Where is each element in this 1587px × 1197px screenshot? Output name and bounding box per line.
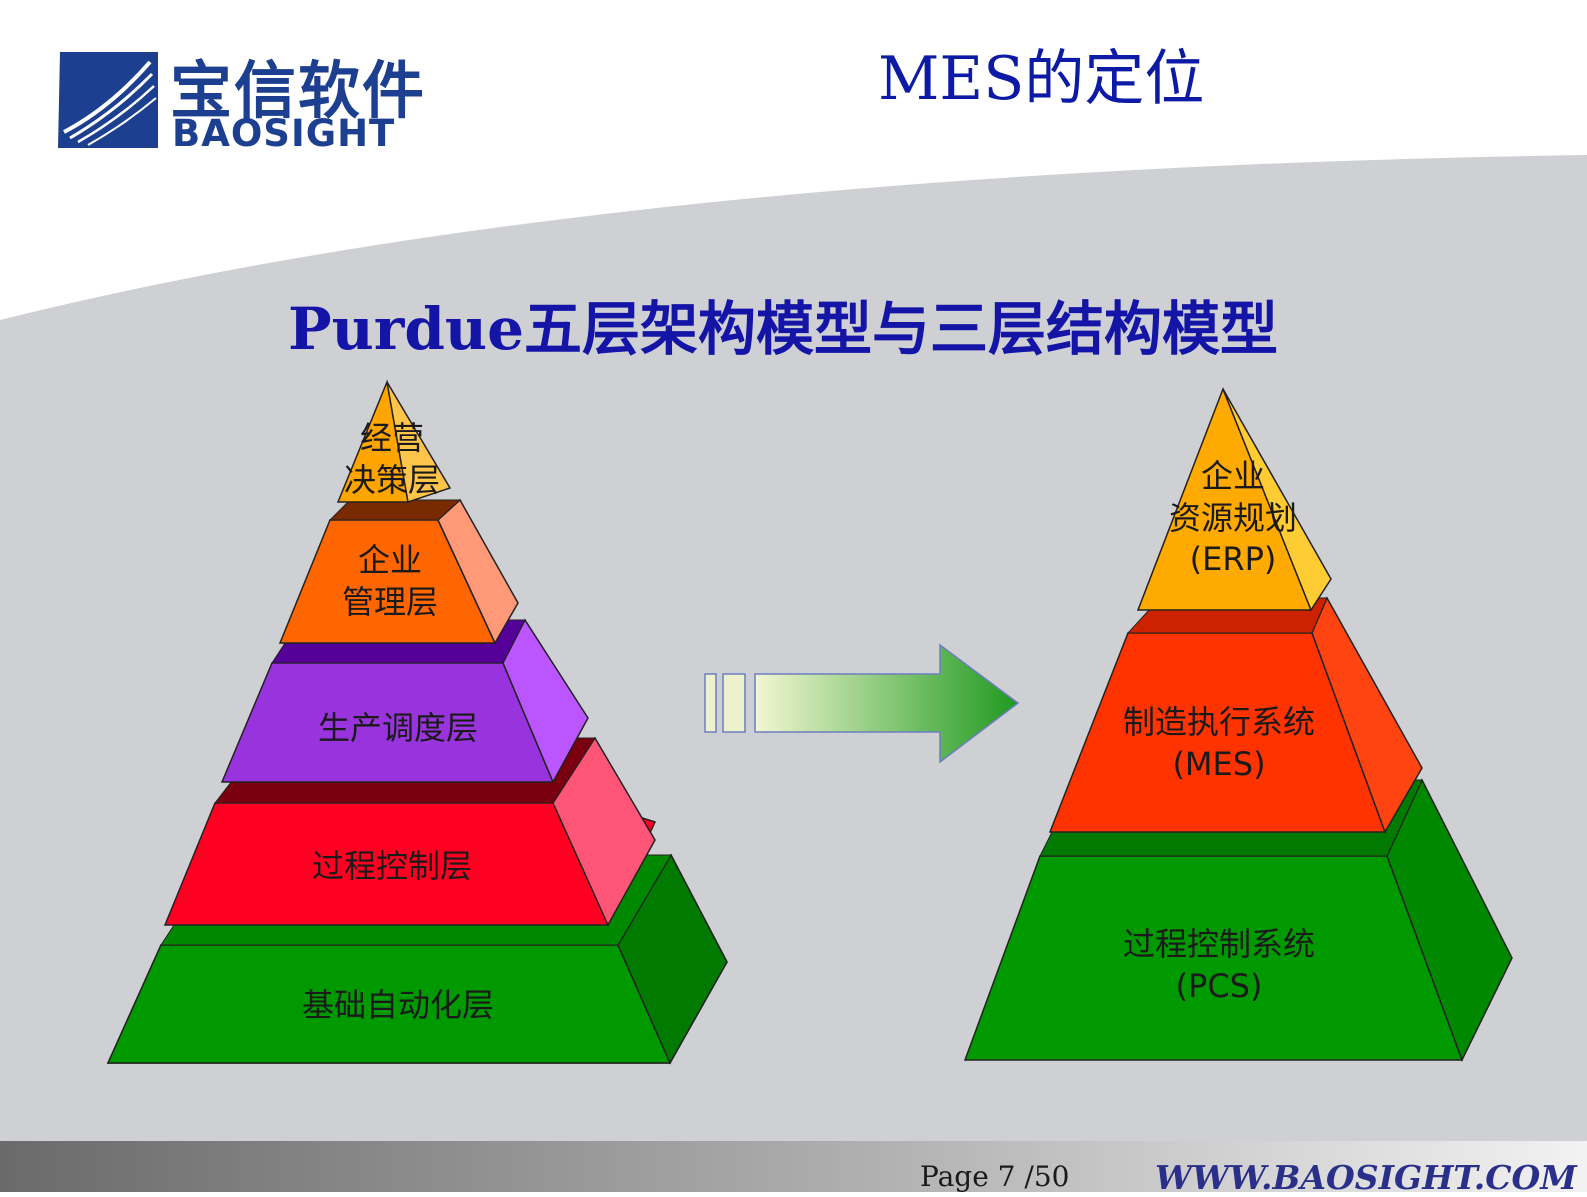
left-layer-1-label: 经营 决策层 bbox=[343, 419, 441, 499]
left-layer-2 bbox=[278, 498, 519, 645]
left-layer-1 bbox=[336, 379, 452, 503]
right-pyramid bbox=[963, 386, 1513, 1062]
right-layer-1 bbox=[1136, 386, 1332, 612]
footer-band bbox=[0, 1141, 1587, 1192]
page-title: MES的定位 bbox=[878, 44, 1205, 114]
logo-english-name: BAOSIGHT bbox=[172, 112, 396, 155]
left-layer-2-label: 企业 管理层 bbox=[341, 541, 439, 621]
right-layer-1-label: 企业 资源规划 (ERP) bbox=[1168, 457, 1298, 579]
diagram-title: Purdue五层架构模型与三层结构模型 bbox=[288, 295, 1278, 363]
footer-url: WWW.BAOSIGHT.COM bbox=[1155, 1158, 1577, 1197]
left-layer-4-label: 过程控制层 bbox=[311, 847, 473, 885]
page-number: Page 7 /50 bbox=[920, 1160, 1070, 1193]
left-layer-5-label: 基础自动化层 bbox=[301, 986, 495, 1024]
transform-arrow bbox=[704, 643, 1020, 764]
baosight-logo-mark bbox=[58, 52, 158, 148]
right-layer-2-label: 制造执行系统 (MES) bbox=[1122, 703, 1316, 783]
left-pyramid bbox=[106, 379, 728, 1065]
right-layer-3-label: 过程控制系统 (PCS) bbox=[1122, 925, 1316, 1005]
left-layer-3-label: 生产调度层 bbox=[317, 709, 479, 747]
logo-chinese-name: 宝信软件 bbox=[170, 54, 427, 127]
